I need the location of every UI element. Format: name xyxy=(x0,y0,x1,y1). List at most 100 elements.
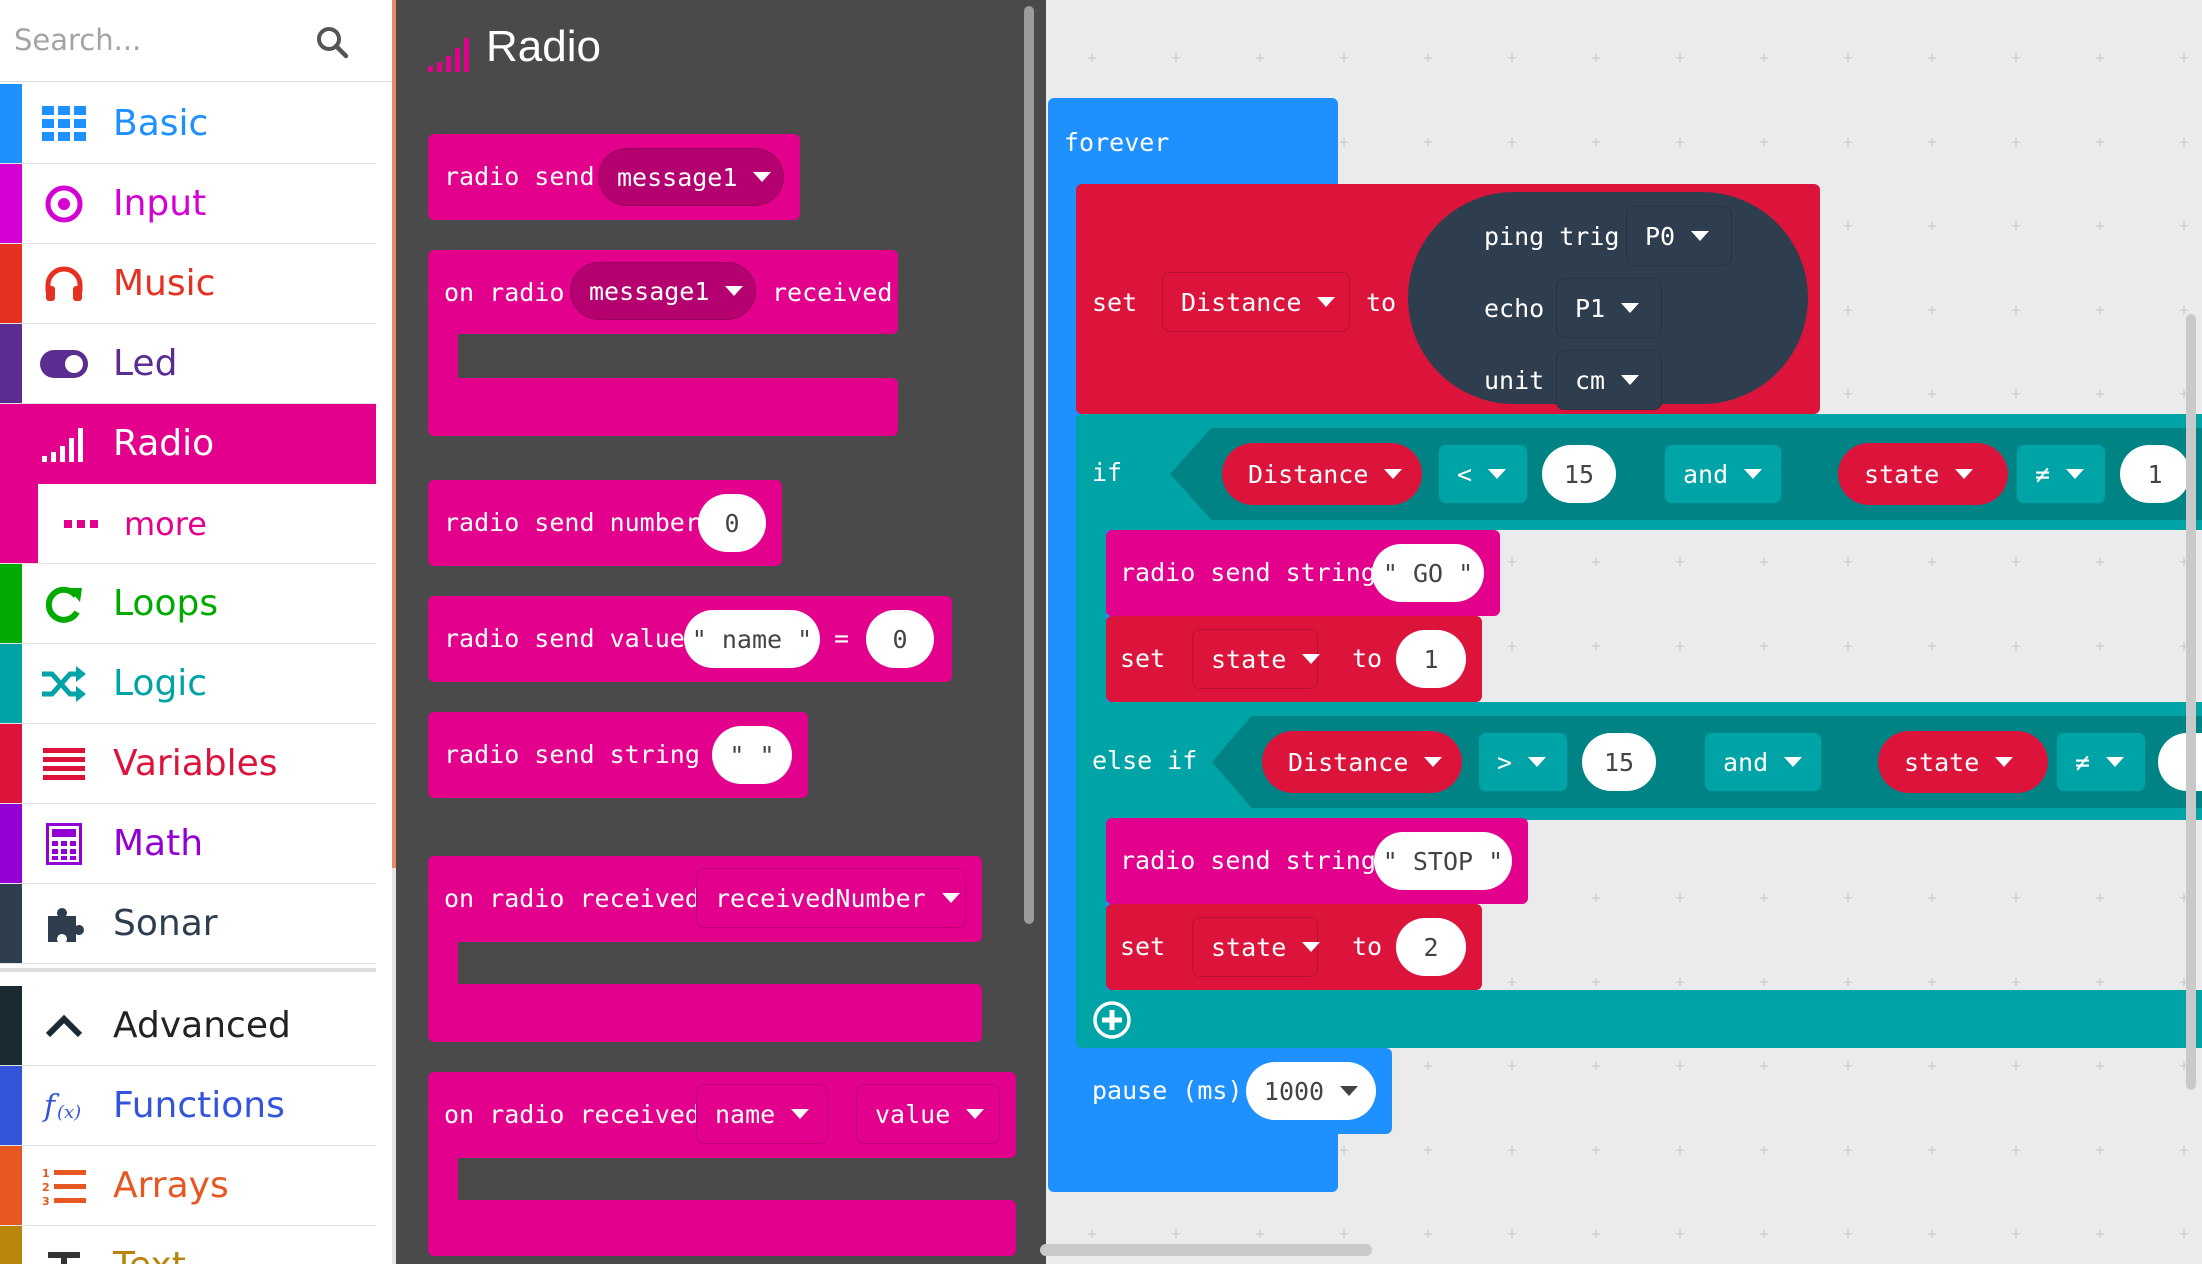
search-icon[interactable] xyxy=(312,22,352,62)
number-input[interactable]: 1 xyxy=(1396,630,1466,688)
number-input[interactable]: 2 xyxy=(1396,918,1466,976)
block-text: to xyxy=(1352,932,1383,961)
variable-distance[interactable]: Distance xyxy=(1262,731,1462,793)
block-text: set xyxy=(1120,644,1166,673)
string-input[interactable]: " " xyxy=(712,726,792,784)
workspace-horizontal-scrollbar[interactable] xyxy=(1040,1244,1372,1256)
block-set-distance[interactable]: set Distance to ping trig P0 echo P1 uni… xyxy=(1076,184,1820,414)
variable-dropdown[interactable]: Distance xyxy=(1162,272,1350,332)
category-math[interactable]: Math xyxy=(0,804,376,884)
block-on-radio-received-value[interactable]: on radio received name value xyxy=(428,1072,1016,1158)
category-radio[interactable]: Radio xyxy=(0,404,376,484)
block-on-radio-message-received[interactable]: on radio message1 received xyxy=(428,250,898,334)
number-input[interactable]: 0 xyxy=(866,610,934,668)
category-music[interactable]: Music xyxy=(0,244,376,324)
block-on-radio-received-number[interactable]: on radio received receivedNumber xyxy=(428,856,982,942)
category-basic[interactable]: Basic xyxy=(0,84,376,164)
string-input[interactable]: " name " xyxy=(684,610,820,668)
category-label: Functions xyxy=(113,1085,285,1126)
flyout-title: Radio xyxy=(486,22,601,71)
variable-name: Distance xyxy=(1248,459,1369,489)
dropdown-value: name xyxy=(715,1099,776,1129)
advanced-separator xyxy=(0,968,376,972)
number-input[interactable]: 15 xyxy=(1542,445,1616,503)
block-radio-send-number[interactable]: radio send number 0 xyxy=(428,480,782,566)
category-logic[interactable]: Logic xyxy=(0,644,376,724)
pause-duration-input[interactable]: 1000 xyxy=(1246,1062,1376,1120)
unit-dropdown[interactable]: cm xyxy=(1556,350,1662,410)
string-input[interactable]: " STOP " xyxy=(1374,832,1512,890)
function-icon: f(x) xyxy=(40,1084,88,1128)
toolbox: Basic Input Music Led Radio more Loops L… xyxy=(0,0,396,1264)
block-set-state-2[interactable]: set state to 2 xyxy=(1106,904,1482,990)
boolean-operator-dropdown[interactable]: and xyxy=(1664,444,1782,504)
dropdown-arrow-icon xyxy=(1784,757,1803,767)
category-functions[interactable]: f(x) Functions xyxy=(0,1066,376,1146)
block-text: unit xyxy=(1484,366,1545,395)
block-text: radio send string xyxy=(1120,558,1376,587)
value-dropdown[interactable]: value xyxy=(856,1084,1000,1144)
dropdown-arrow-icon xyxy=(1528,757,1547,767)
variable-state[interactable]: state xyxy=(1878,731,2048,793)
name-dropdown[interactable]: name xyxy=(696,1084,828,1144)
category-input[interactable]: Input xyxy=(0,164,376,244)
dropdown-arrow-icon xyxy=(1302,654,1321,664)
block-pause[interactable]: pause (ms) 1000 xyxy=(1048,1048,1392,1134)
category-text[interactable]: Text xyxy=(0,1226,376,1264)
category-variables[interactable]: Variables xyxy=(0,724,376,804)
category-color-bar xyxy=(0,1226,22,1264)
workspace-vertical-scrollbar[interactable] xyxy=(2186,314,2196,1090)
block-radio-send-string[interactable]: radio send string " " xyxy=(428,712,808,798)
block-radio-send-go[interactable]: radio send string " GO " xyxy=(1106,530,1500,616)
compare-operator-dropdown[interactable]: ≠ xyxy=(2016,444,2106,504)
add-else-icon[interactable] xyxy=(1092,1000,1132,1040)
category-radio-more[interactable]: more xyxy=(0,484,376,564)
category-label: Arrays xyxy=(113,1165,229,1206)
category-color-bar xyxy=(0,804,22,883)
search-input[interactable] xyxy=(14,12,314,68)
message-dropdown[interactable]: message1 xyxy=(570,262,756,320)
category-color-bar xyxy=(0,84,22,163)
number-input[interactable]: 1 xyxy=(2120,445,2190,503)
loop-arrow-icon xyxy=(40,582,88,626)
category-label: Variables xyxy=(113,743,278,784)
string-input[interactable]: " GO " xyxy=(1372,544,1484,602)
variable-state[interactable]: state xyxy=(1838,443,2008,505)
echo-pin-dropdown[interactable]: P1 xyxy=(1556,278,1662,338)
number-input[interactable]: 0 xyxy=(698,494,766,552)
block-radio-send-value[interactable]: radio send value " name " = 0 xyxy=(428,596,952,682)
parameter-dropdown[interactable]: receivedNumber xyxy=(696,868,966,928)
variable-dropdown[interactable]: state xyxy=(1192,917,1321,977)
target-icon xyxy=(40,182,88,226)
category-loops[interactable]: Loops xyxy=(0,564,376,644)
variable-distance[interactable]: Distance xyxy=(1222,443,1422,505)
category-color-bar xyxy=(0,244,22,323)
block-text: set xyxy=(1120,932,1166,961)
category-color-bar xyxy=(0,564,22,643)
trig-pin-dropdown[interactable]: P0 xyxy=(1626,206,1732,266)
category-color-bar xyxy=(0,404,22,484)
block-set-state-1[interactable]: set state to 1 xyxy=(1106,616,1482,702)
category-advanced[interactable]: Advanced xyxy=(0,986,376,1066)
dropdown-value: ≠ xyxy=(2075,747,2091,777)
flyout-scrollbar[interactable] xyxy=(1024,6,1034,924)
category-label: more xyxy=(124,505,207,543)
dropdown-arrow-icon xyxy=(1621,303,1640,313)
category-led[interactable]: Led xyxy=(0,324,376,404)
block-radio-send-message[interactable]: radio send message1 xyxy=(428,134,800,220)
number-input[interactable]: 15 xyxy=(1582,733,1656,791)
block-ping[interactable]: ping trig P0 echo P1 unit cm xyxy=(1408,192,1808,410)
compare-operator-dropdown[interactable]: < xyxy=(1438,444,1528,504)
boolean-operator-dropdown[interactable]: and xyxy=(1704,732,1822,792)
dropdown-arrow-icon xyxy=(2066,469,2085,479)
variable-dropdown[interactable]: state xyxy=(1192,629,1321,689)
compare-operator-dropdown[interactable]: ≠ xyxy=(2056,732,2146,792)
block-radio-send-stop[interactable]: radio send string " STOP " xyxy=(1106,818,1528,904)
category-sonar[interactable]: Sonar xyxy=(0,884,376,964)
dropdown-value: message1 xyxy=(617,162,738,192)
block-text: radio send value xyxy=(444,624,685,653)
message-dropdown[interactable]: message1 xyxy=(598,148,784,206)
category-color-bar xyxy=(0,1146,22,1225)
compare-operator-dropdown[interactable]: > xyxy=(1478,732,1568,792)
